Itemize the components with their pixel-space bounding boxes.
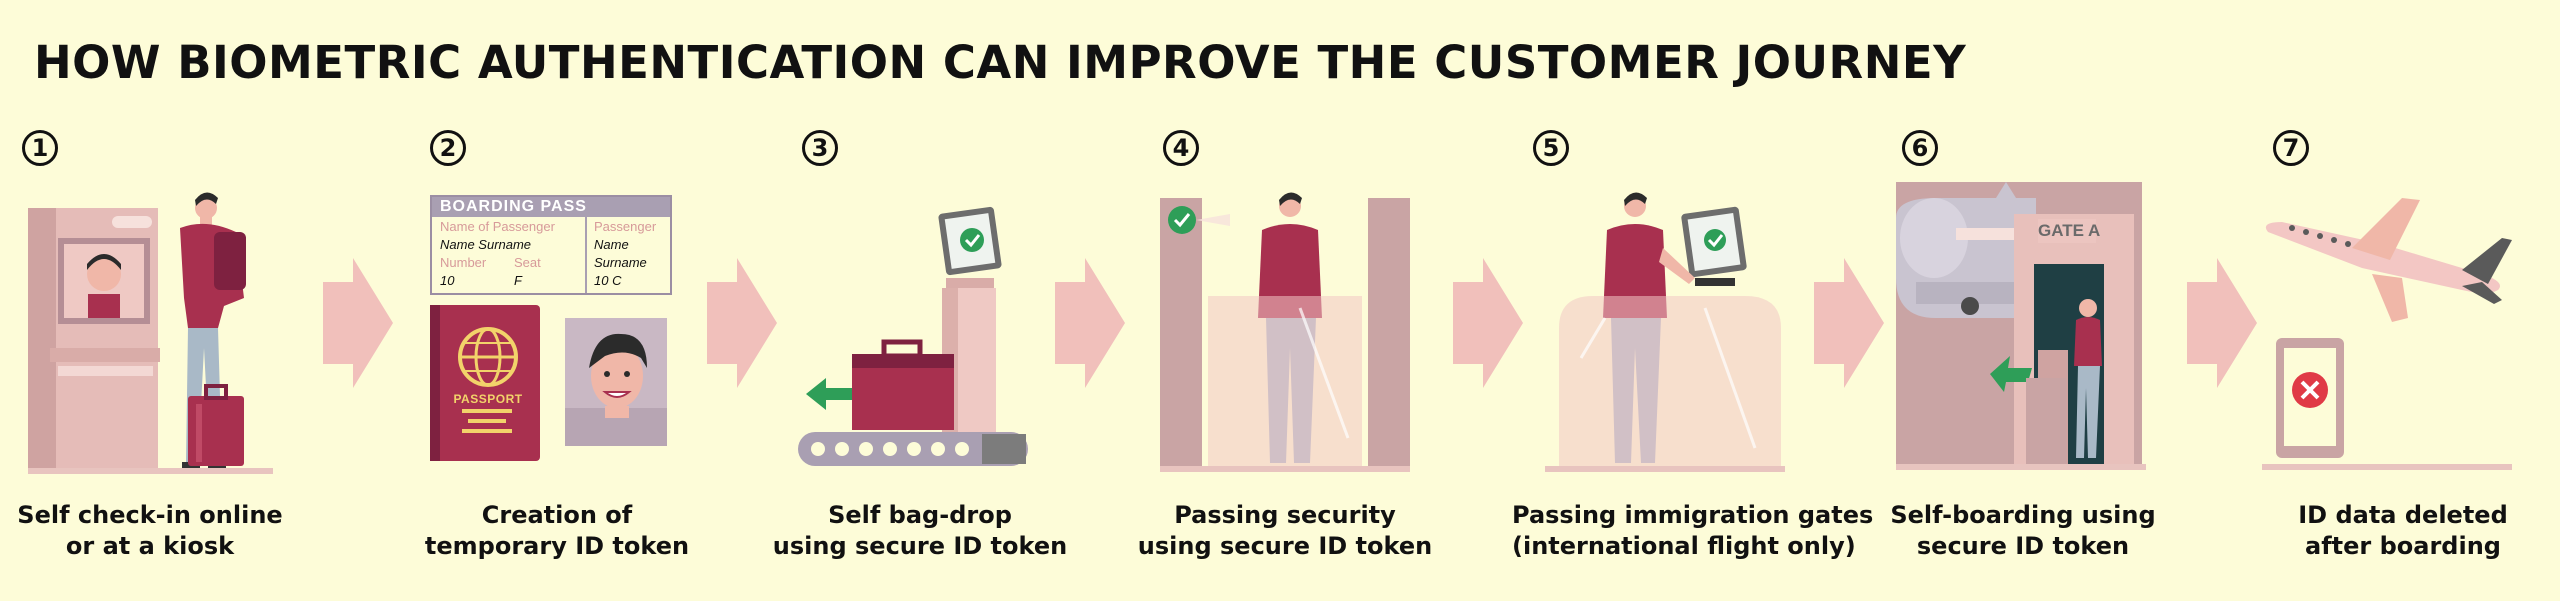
step-2-caption-line-2: temporary ID token: [424, 532, 690, 560]
step-3-caption-line-2: using secure ID token: [772, 532, 1068, 560]
step-7-caption-line-1: ID data deleted: [2298, 501, 2508, 529]
step-5-number: 5: [1533, 130, 1569, 166]
id-photo-icon: [565, 318, 667, 446]
step-4-caption: Passing security using secure ID token: [1135, 500, 1435, 562]
step-2-number: 2: [430, 130, 466, 166]
gate-sign: GATE A: [2038, 219, 2100, 243]
step-1-caption: Self check-in online or at a kiosk: [0, 500, 300, 562]
step-4-caption-line-1: Passing security: [1174, 501, 1396, 529]
bp-seat-value: F: [514, 273, 522, 288]
step-2-caption: Creation of temporary ID token: [407, 500, 707, 562]
step-6-caption-line-1: Self-boarding using: [1890, 501, 2156, 529]
monitor-check-icon: [938, 206, 1002, 288]
step-3-caption-line-1: Self bag-drop: [828, 501, 1012, 529]
bp-name-value: Name Surname: [440, 237, 532, 252]
step-6-caption-line-2: secure ID token: [1916, 532, 2130, 560]
bp-passenger-label: Passenger: [594, 219, 657, 234]
bp-number-label: Number: [440, 255, 487, 270]
step-arrow-icon: [1814, 258, 1884, 388]
boarding-pass-icon: BOARDING PASS Name of Passenger Name Sur…: [430, 195, 672, 295]
bp-number-value: 10: [440, 273, 455, 288]
suitcase-icon: [188, 384, 244, 466]
step-2-caption-line-1: Creation of: [481, 501, 633, 529]
security-scanner-icon: [1160, 192, 1410, 472]
step-arrow-icon: [2187, 258, 2257, 388]
passport-label: PASSPORT: [453, 392, 523, 406]
bp-passenger-seat: 10 C: [594, 273, 622, 288]
step-1-caption-line-1: Self check-in online: [17, 501, 283, 529]
step-7-caption-line-2: after boarding: [2305, 532, 2501, 560]
step-arrow-icon: [1055, 258, 1125, 388]
bp-name-label: Name of Passenger: [440, 219, 555, 234]
step-7-caption: ID data deleted after boarding: [2253, 500, 2553, 562]
step-1-number: 1: [22, 130, 58, 166]
airplane-icon: [2265, 198, 2512, 322]
step-arrow-icon: [1453, 258, 1523, 388]
bp-seat-label: Seat: [514, 255, 541, 270]
bp-passenger-surname: Surname: [594, 255, 647, 270]
step-3-caption: Self bag-drop using secure ID token: [770, 500, 1070, 562]
boarding-pass-header: BOARDING PASS: [432, 197, 670, 217]
step-5-caption-line-2: (international flight only): [1512, 532, 1856, 560]
step-arrow-icon: [707, 258, 777, 388]
step-1-caption-line-2: or at a kiosk: [65, 532, 235, 560]
step-6-caption: Self-boarding using secure ID token: [1873, 500, 2173, 562]
step-3-illustration: [798, 206, 1028, 466]
phone-deleted-icon: [2276, 338, 2344, 458]
immigration-gate-icon: [1545, 192, 1785, 472]
boarding-gate-icon: [1896, 182, 2146, 470]
passport-icon: [430, 305, 540, 461]
step-1-illustration: [28, 192, 273, 474]
step-5-caption: Passing immigration gates (international…: [1512, 500, 1874, 562]
step-7-number: 7: [2273, 130, 2309, 166]
step-7-illustration: [2262, 198, 2512, 470]
page-title: HOW BIOMETRIC AUTHENTICATION CAN IMPROVE…: [34, 36, 1967, 89]
step-arrow-icon: [323, 258, 393, 388]
step-5-caption-line-1: Passing immigration gates: [1512, 501, 1874, 529]
suitcase-icon: [852, 339, 954, 430]
step-3-number: 3: [802, 130, 838, 166]
kiosk-icon: [28, 208, 160, 470]
bp-passenger-name: Name: [594, 237, 629, 252]
conveyor-belt-icon: [798, 432, 1028, 466]
step-4-number: 4: [1163, 130, 1199, 166]
step-6-number: 6: [1902, 130, 1938, 166]
step-4-caption-line-2: using secure ID token: [1137, 532, 1433, 560]
